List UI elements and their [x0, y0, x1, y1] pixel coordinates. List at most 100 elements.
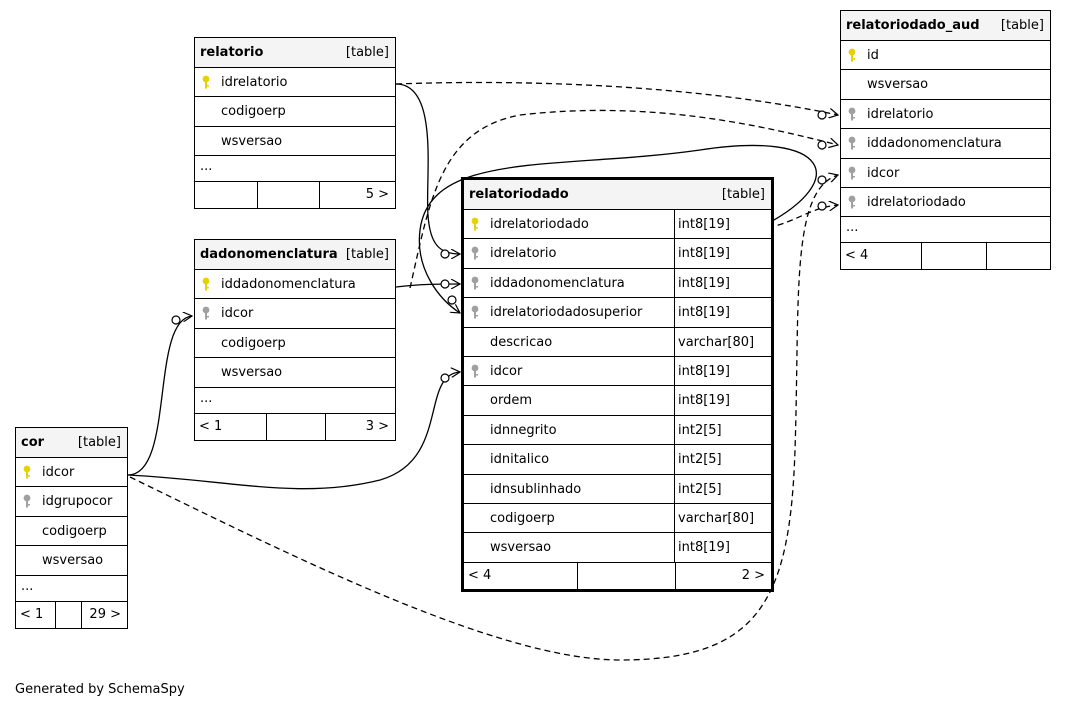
- column-row[interactable]: idcor: [195, 299, 395, 329]
- table-header: dadonomenclatura [table]: [195, 240, 395, 270]
- column-name: codigoerp: [42, 523, 107, 539]
- table-kind: [table]: [1000, 18, 1044, 33]
- table-cor[interactable]: cor [table] idcor idgrupocor codigoerp wsve…: [15, 427, 128, 629]
- column-row[interactable]: iddadonomenclatura: [195, 270, 395, 300]
- foreign-key-icon: [847, 136, 857, 150]
- table-header: relatoriodado [table]: [464, 180, 771, 210]
- table-kind: [table]: [721, 187, 765, 202]
- column-type: int8[19]: [674, 356, 730, 386]
- column-type: int8[19]: [674, 386, 730, 415]
- column-name: codigoerp: [221, 104, 286, 120]
- primary-key-icon: [201, 277, 211, 291]
- column-name: idrelatorio: [221, 75, 288, 90]
- parents-count[interactable]: < 4: [845, 248, 869, 264]
- column-name: wsversao: [221, 133, 283, 149]
- table-kind: [table]: [345, 247, 389, 262]
- column-name: idnitalico: [490, 452, 550, 468]
- column-row[interactable]: codigoerp: [195, 329, 395, 359]
- column-row[interactable]: codigoerp: [195, 97, 395, 127]
- column-name: codigoerp: [490, 510, 555, 526]
- column-row[interactable]: idcor: [16, 458, 127, 488]
- column-type: int2[5]: [674, 474, 722, 503]
- column-name: iddadonomenclatura: [221, 277, 356, 292]
- column-row[interactable]: iddadonomenclatura: [841, 129, 1050, 159]
- column-name: idgrupocor: [42, 494, 113, 510]
- table-dadonomenclatura[interactable]: dadonomenclatura [table] iddadonomenclat…: [194, 239, 396, 441]
- table-header: relatorio [table]: [195, 38, 395, 68]
- edge-cor-dadonomenclatura: [127, 316, 192, 476]
- table-name: cor: [21, 435, 45, 450]
- column-name: idrelatorio: [867, 106, 934, 122]
- column-row[interactable]: idrelatorio: [841, 100, 1050, 130]
- foreign-key-icon: [847, 166, 857, 180]
- column-name: idcor: [490, 363, 523, 379]
- parents-count[interactable]: < 1: [20, 606, 44, 622]
- column-name: wsversao: [221, 365, 283, 381]
- column-row[interactable]: idrelatoriodado: [841, 188, 1050, 218]
- foreign-key-icon: [847, 107, 857, 121]
- column-type: int8[19]: [674, 268, 730, 298]
- children-count[interactable]: 5 >: [365, 187, 389, 203]
- table-relatorio[interactable]: relatorio [table] idrelatorio codigoerp ws…: [194, 37, 396, 210]
- column-name: codigoerp: [221, 335, 286, 351]
- table-kind: [table]: [345, 45, 389, 60]
- table-name: relatoriodado: [469, 187, 569, 202]
- table-relatoriodado-aud[interactable]: relatoriodado_aud [table] id wsversao idre…: [840, 10, 1051, 271]
- column-row[interactable]: idrelatoriodado int8[19]: [464, 210, 771, 240]
- column-row[interactable]: idgrupocor: [16, 487, 127, 517]
- column-name: idrelatoriodadosuperior: [490, 305, 643, 321]
- column-type: int8[19]: [674, 210, 730, 239]
- column-row[interactable]: idnsublinhado int2[5]: [464, 474, 771, 504]
- parents-count[interactable]: < 1: [199, 418, 223, 434]
- children-count[interactable]: 29 >: [89, 606, 121, 622]
- column-row[interactable]: wsversao: [195, 358, 395, 388]
- table-name: relatoriodado_aud: [846, 18, 980, 33]
- table-relatoriodado[interactable]: relatoriodado [table] idrelatoriodado int…: [461, 177, 774, 592]
- children-count[interactable]: 2 >: [741, 567, 765, 583]
- column-name: idnsublinhado: [490, 481, 582, 497]
- column-name: id: [867, 48, 879, 63]
- column-row[interactable]: id: [841, 41, 1050, 71]
- table-kind: [table]: [77, 435, 121, 450]
- column-type: varchar[80]: [674, 327, 754, 356]
- column-name: wsversao: [42, 553, 104, 569]
- column-name: wsversao: [490, 540, 552, 556]
- column-name: idcor: [867, 165, 900, 181]
- column-name: idrelatoriodado: [490, 217, 589, 232]
- more-columns: ...: [16, 576, 127, 602]
- table-name: dadonomenclatura: [200, 247, 338, 262]
- column-row[interactable]: idcor int8[19]: [464, 356, 771, 387]
- foreign-key-icon: [470, 305, 480, 319]
- table-header: relatoriodado_aud [table]: [841, 11, 1050, 41]
- column-row[interactable]: idrelatorio: [195, 68, 395, 98]
- column-row[interactable]: idcor: [841, 159, 1050, 188]
- primary-key-icon: [847, 48, 857, 62]
- column-name: idcor: [221, 306, 254, 322]
- more-columns: ...: [195, 156, 395, 183]
- column-name: idrelatoriodado: [867, 194, 966, 210]
- edge-dadonomenclatura-relatoriodado: [395, 284, 460, 287]
- column-type: int8[19]: [674, 298, 730, 327]
- column-row[interactable]: idrelatoriodadosuperior int8[19]: [464, 298, 771, 328]
- column-name: iddadonomenclatura: [490, 275, 625, 291]
- column-type: int8[19]: [674, 239, 730, 268]
- foreign-key-icon: [22, 494, 32, 508]
- foreign-key-icon: [470, 364, 480, 378]
- column-row[interactable]: wsversao: [195, 127, 395, 157]
- column-row[interactable]: wsversao int8[19]: [464, 533, 771, 563]
- foreign-key-icon: [470, 276, 480, 290]
- column-type: int8[19]: [674, 533, 730, 562]
- parents-count[interactable]: < 4: [468, 567, 492, 583]
- children-count[interactable]: 3 >: [365, 418, 389, 434]
- column-row[interactable]: wsversao: [16, 546, 127, 576]
- column-row[interactable]: wsversao: [841, 70, 1050, 100]
- edge-relatorio-relatoriodado: [395, 83, 460, 254]
- column-row[interactable]: iddadonomenclatura int8[19]: [464, 268, 771, 299]
- column-row[interactable]: codigoerp: [16, 517, 127, 547]
